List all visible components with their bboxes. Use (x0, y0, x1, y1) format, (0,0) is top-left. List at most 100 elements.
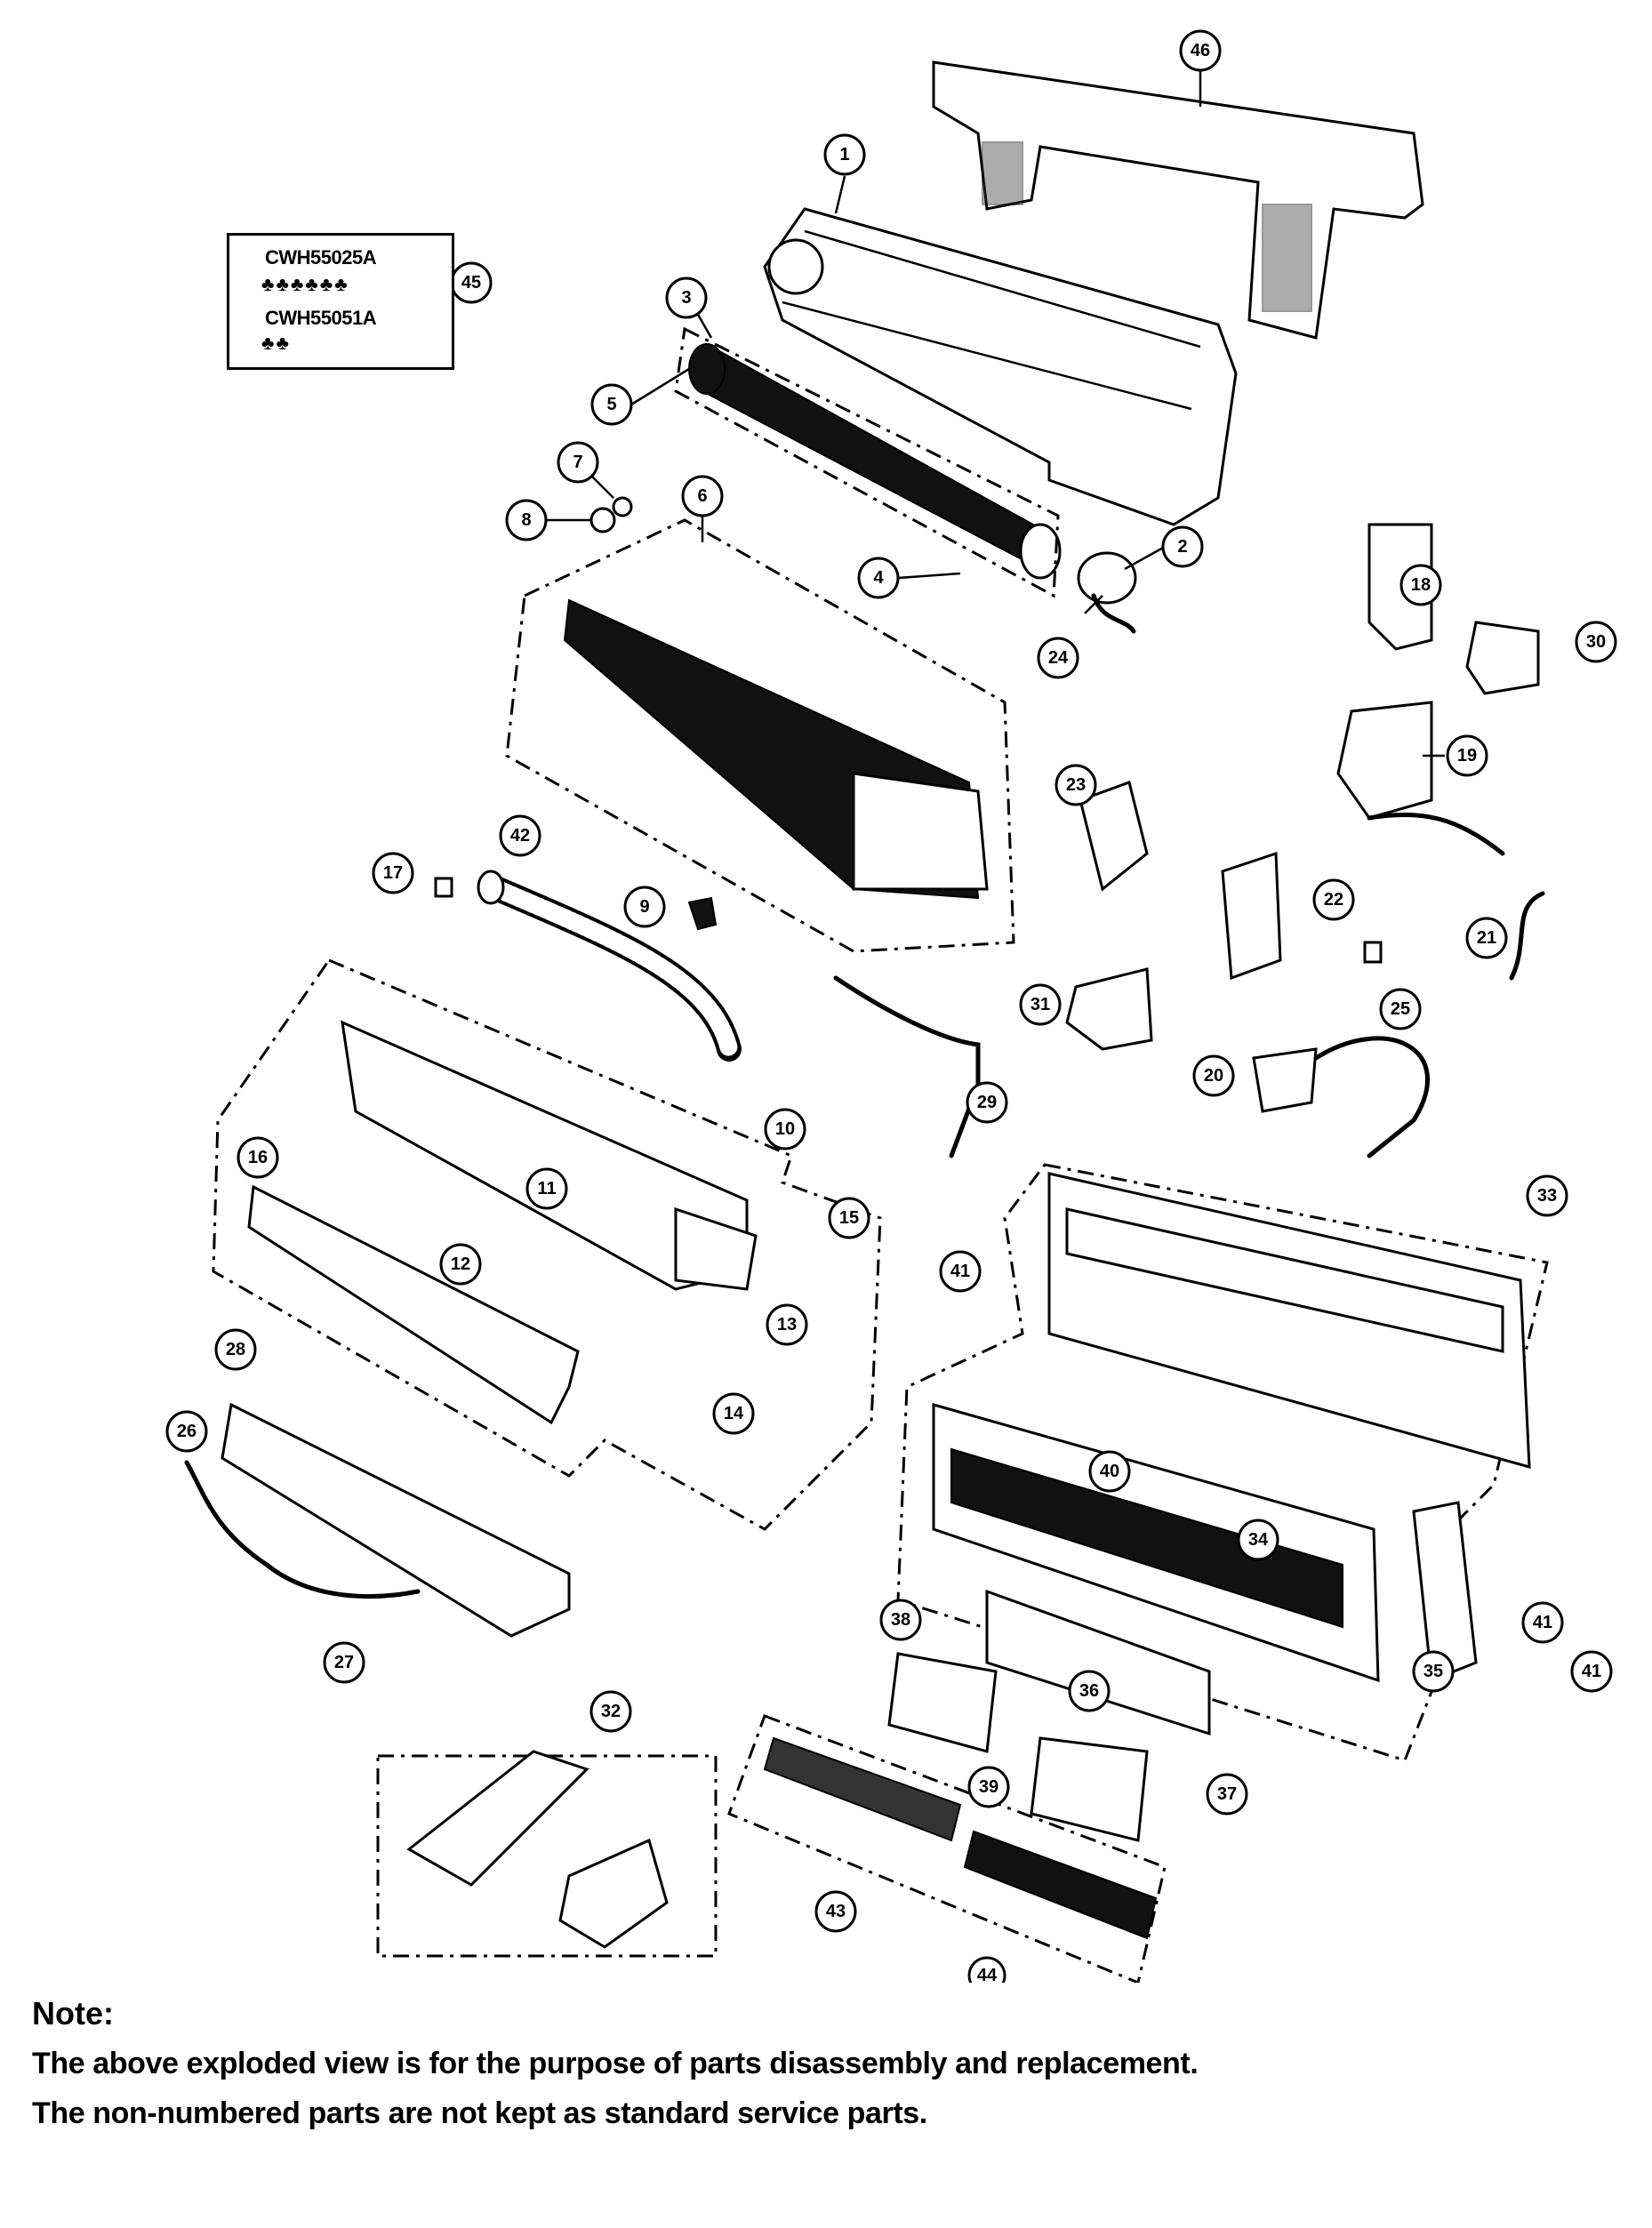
callout-40: 40 (1088, 1450, 1131, 1493)
power-supply-cord-block (1252, 1047, 1318, 1113)
svg-text:32: 32 (601, 1702, 621, 1721)
fan-motor (1077, 551, 1137, 605)
callout-8: 8 (505, 499, 548, 541)
callout-45: 45 (450, 261, 493, 304)
svg-text:18: 18 (1411, 575, 1431, 595)
svg-text:11: 11 (537, 1179, 556, 1198)
callout-28: 28 (214, 1328, 257, 1371)
callout-17: 17 (372, 852, 414, 894)
callout-11: 11 (525, 1167, 568, 1210)
svg-text:6: 6 (697, 486, 707, 506)
sensor-holder (1079, 781, 1149, 892)
callout-14: 14 (712, 1392, 755, 1435)
svg-text:39: 39 (979, 1777, 998, 1797)
svg-text:33: 33 (1537, 1186, 1557, 1206)
callout-18: 18 (1399, 564, 1442, 606)
callout-27: 27 (323, 1641, 365, 1684)
screw-icon-row-1: ♣♣♣♣♣♣ (261, 273, 349, 295)
callout-43: 43 (814, 1890, 857, 1933)
exploded-view-diagram: 1 2 3 4 5 6 7 8 9 10 11 12 13 14 15 16 1… (165, 29, 1617, 1983)
callout-24: 24 (1037, 637, 1079, 679)
electronic-controller (1336, 701, 1433, 820)
receiver-pcb (221, 1402, 571, 1638)
callout-25: 25 (1379, 988, 1422, 1030)
callout-41c: 41 (1570, 1650, 1613, 1693)
fuse-holder (1065, 967, 1153, 1051)
controller-wire (1367, 812, 1505, 856)
control-board-assembly (212, 958, 882, 1531)
callout-42: 42 (499, 814, 541, 857)
drain-hose (477, 870, 742, 1062)
air-filter-left (887, 1652, 998, 1753)
drain-pipe-clip (687, 896, 718, 931)
callout-4: 4 (857, 557, 900, 599)
svg-text:40: 40 (1100, 1462, 1119, 1481)
svg-text:14: 14 (724, 1404, 744, 1423)
callout-34: 34 (1237, 1519, 1279, 1561)
bearing (612, 496, 633, 517)
svg-text:7: 7 (573, 453, 582, 472)
svg-text:34: 34 (1248, 1530, 1269, 1550)
front-panel-strip (985, 1589, 1211, 1736)
svg-text:43: 43 (826, 1902, 846, 1921)
svg-text:22: 22 (1324, 890, 1343, 910)
svg-text:41: 41 (1533, 1613, 1552, 1632)
screw-kit-code-2: CWH55051A (265, 307, 377, 329)
svg-text:4: 4 (873, 568, 884, 588)
svg-text:9: 9 (639, 897, 649, 917)
svg-text:37: 37 (1217, 1784, 1237, 1804)
side-cover (1412, 1501, 1478, 1683)
callout-19: 19 (1446, 734, 1488, 777)
intake-grille-slats (950, 1447, 1343, 1629)
svg-text:45: 45 (461, 273, 481, 293)
callout-33: 33 (1526, 1174, 1568, 1217)
callout-15: 15 (828, 1197, 870, 1239)
svg-text:8: 8 (521, 510, 531, 530)
lead-wire (1509, 891, 1545, 981)
svg-text:25: 25 (1391, 999, 1410, 1019)
callout-38: 38 (879, 1599, 922, 1641)
callout-3: 3 (665, 276, 708, 319)
callout-20: 20 (1192, 1054, 1235, 1097)
callout-5: 5 (590, 383, 633, 426)
callout-1: 1 (823, 133, 866, 176)
drain-cap (434, 877, 453, 898)
svg-text:44: 44 (977, 1966, 998, 1983)
front-grille (896, 1163, 1549, 1762)
bearing-holder (589, 507, 616, 533)
svg-text:5: 5 (606, 395, 616, 414)
note-line-2: The non-numbered parts are not kept as s… (32, 2096, 927, 2130)
callout-35: 35 (1412, 1650, 1455, 1693)
svg-text:36: 36 (1079, 1681, 1099, 1701)
callout-7: 7 (557, 441, 599, 484)
callout-44: 44 (967, 1956, 1006, 1983)
callout-9: 9 (623, 886, 666, 928)
svg-text:31: 31 (1030, 995, 1050, 1014)
svg-text:23: 23 (1066, 775, 1086, 795)
indicator-board (1221, 851, 1282, 981)
chassis (763, 207, 1238, 526)
svg-text:42: 42 (510, 826, 530, 846)
callout-31: 31 (1019, 983, 1062, 1026)
callout-6: 6 (681, 475, 724, 517)
callout-36: 36 (1068, 1670, 1111, 1712)
svg-text:3: 3 (681, 288, 691, 308)
catechin-filter (963, 1830, 1158, 1940)
svg-text:24: 24 (1048, 648, 1069, 668)
screw-kit-box: CWH55025A ♣♣♣♣♣♣ CWH55051A ♣♣ (227, 233, 454, 370)
screw-icon-row-2: ♣♣ (261, 332, 291, 354)
svg-text:19: 19 (1457, 746, 1477, 765)
callout-10: 10 (764, 1108, 806, 1150)
capacitor-box (1465, 621, 1540, 695)
callout-32: 32 (589, 1690, 632, 1733)
svg-text:1: 1 (839, 145, 849, 164)
svg-text:21: 21 (1477, 928, 1496, 948)
callout-30: 30 (1575, 621, 1617, 663)
callout-39: 39 (967, 1766, 1010, 1808)
screw-kit-code-1: CWH55025A (265, 246, 377, 268)
svg-text:41: 41 (1582, 1662, 1601, 1681)
callout-13: 13 (766, 1303, 808, 1346)
callout-22: 22 (1312, 878, 1355, 921)
connector (1363, 941, 1383, 964)
deodorizing-filter (763, 1736, 962, 1842)
